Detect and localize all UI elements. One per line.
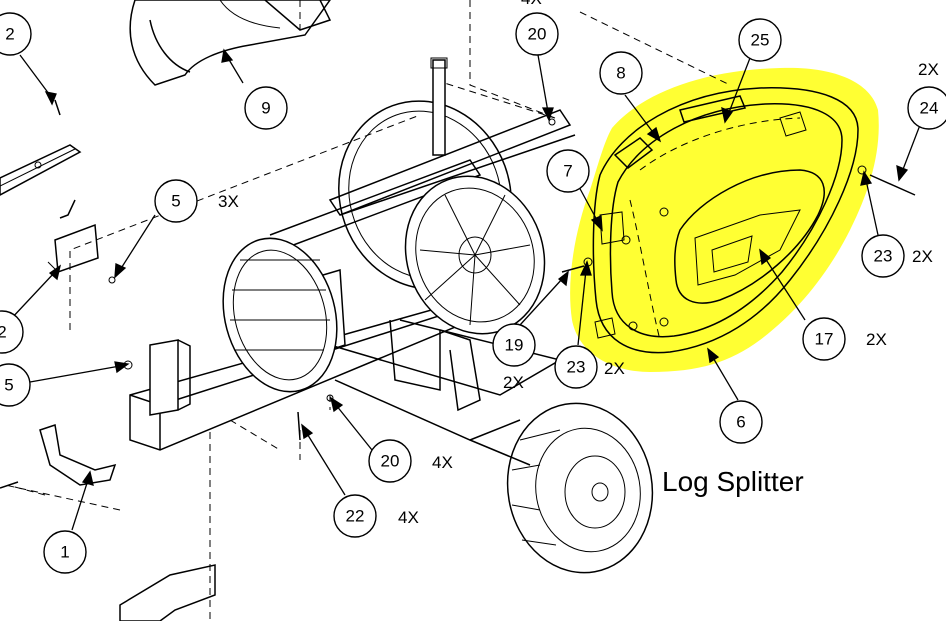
callout-2-top: 2 [0, 12, 32, 56]
callout-1: 1 [43, 530, 87, 574]
assembly-guide-lines [4, 0, 731, 621]
callout-label: 5 [171, 192, 180, 211]
fasteners [0, 99, 916, 489]
callout-23-right: 23 [861, 234, 905, 278]
qty-label: 2X [918, 60, 939, 79]
qty-label: 2X [912, 247, 933, 266]
left-bracket-rail [0, 144, 99, 274]
callout-24: 24 [907, 86, 946, 130]
cover-assembly [592, 87, 859, 354]
callout-17: 17 [802, 317, 846, 361]
callout-label: 7 [563, 162, 572, 181]
callout-6: 6 [719, 400, 763, 444]
callout-label: 2 [5, 25, 14, 44]
callout-2-left: 2 [0, 310, 24, 354]
callout-label: 9 [261, 99, 270, 118]
qty-label: 4X [521, 0, 542, 8]
callout-9: 9 [244, 86, 288, 130]
lower-bracket [39, 424, 216, 621]
callout-20-lower: 20 [368, 439, 412, 483]
callout-25: 25 [738, 18, 782, 62]
cover-highlight [570, 67, 879, 372]
callout-label: 19 [505, 336, 524, 355]
qty-label: 4X [432, 453, 453, 472]
qty-label: 2X [866, 330, 887, 349]
callout-label: 5 [4, 376, 13, 395]
callout-label: 23 [874, 247, 893, 266]
callout-label: 23 [567, 358, 586, 377]
callout-5-lower: 5 [0, 363, 31, 407]
right-wheel [469, 402, 654, 574]
callout-label: 20 [381, 452, 400, 471]
quantity-labels: 4X 2X 3X 2X 2X 2X 2X 4X 4X [218, 0, 939, 527]
front-flywheel [404, 57, 546, 335]
upper-guard [129, 0, 332, 86]
callout-label: 17 [815, 330, 834, 349]
callout-label: 24 [920, 99, 939, 118]
callout-22: 22 [333, 494, 377, 538]
callout-5-upper: 5 [154, 179, 198, 223]
callout-label: 20 [528, 25, 547, 44]
callout-label: 8 [616, 64, 625, 83]
diagram-title: Log Splitter [662, 466, 804, 497]
callout-20-top: 20 [515, 12, 559, 56]
callout-7: 7 [546, 149, 590, 193]
callout-label: 6 [736, 413, 745, 432]
left-wheel [222, 237, 338, 393]
callout-19: 19 [492, 323, 536, 367]
qty-label: 2X [503, 373, 524, 392]
leader-lines [9, 48, 921, 531]
callout-23-lower: 23 [554, 345, 598, 389]
callout-8: 8 [599, 51, 643, 95]
callouts: 2 9 20 25 8 24 7 5 23 2 17 19 23 5 6 20 … [0, 12, 946, 574]
callout-label: 22 [346, 507, 365, 526]
callout-label: 2 [0, 323, 7, 342]
qty-label: 2X [604, 359, 625, 378]
qty-label: 3X [218, 192, 239, 211]
qty-label: 4X [398, 508, 419, 527]
callout-label: 25 [751, 31, 770, 50]
callout-label: 1 [60, 543, 69, 562]
